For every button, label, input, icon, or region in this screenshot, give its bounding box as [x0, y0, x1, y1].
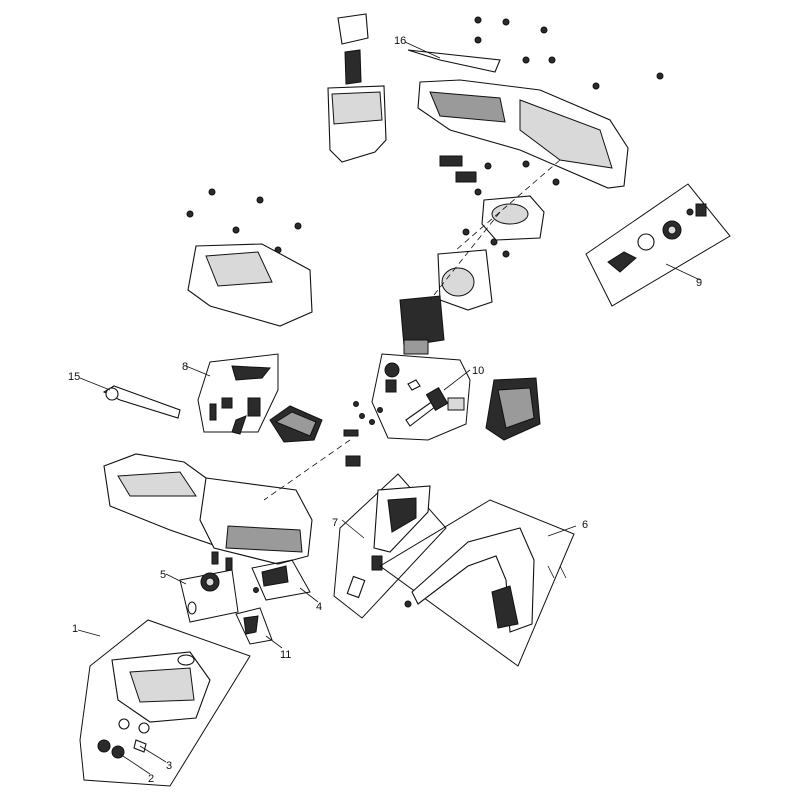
part-16-label-sticker — [404, 41, 501, 73]
part-1-sprocket-cover-group — [77, 619, 251, 787]
callout-10: 10 — [472, 365, 484, 377]
switch-terminal-parts — [439, 155, 560, 196]
callout-2: 2 — [148, 773, 154, 785]
part-4-oil-pump-group — [251, 559, 319, 603]
callout-3: 3 — [166, 760, 172, 772]
screws-mid — [343, 401, 383, 467]
callout-6: 6 — [582, 519, 588, 531]
main-handle-body — [103, 453, 313, 565]
battery-pack — [485, 377, 541, 441]
part-9-sprocket-group — [585, 183, 731, 307]
part-6-front-handle — [379, 499, 577, 667]
motor-end-bell — [462, 195, 545, 258]
upper-housing-cover — [187, 243, 313, 327]
part-7-side-cover — [333, 473, 447, 619]
part-8-switch-group — [185, 353, 279, 435]
callout-4: 4 — [316, 601, 322, 613]
motor-housing-right-half — [417, 79, 629, 189]
part-10-brake-group — [371, 353, 471, 441]
callout-7: 7 — [332, 517, 338, 529]
part-15-bar-wrench — [79, 377, 181, 419]
screws-top — [186, 16, 664, 254]
callout-5: 5 — [160, 569, 166, 581]
part-11-spike-group — [235, 607, 283, 649]
motor-can — [437, 249, 493, 311]
callout-9: 9 — [696, 277, 702, 289]
battery-housing — [327, 13, 387, 163]
armature — [399, 295, 445, 355]
control-pcb-module — [269, 405, 323, 443]
callout-8: 8 — [182, 361, 188, 373]
callout-16: 16 — [394, 35, 406, 47]
part-5-chain-tensioner — [165, 551, 239, 623]
callout-15: 15 — [68, 371, 80, 383]
callout-11: 11 — [280, 649, 291, 661]
assembly-guide-lines — [263, 159, 561, 501]
callout-1: 1 — [72, 623, 78, 635]
